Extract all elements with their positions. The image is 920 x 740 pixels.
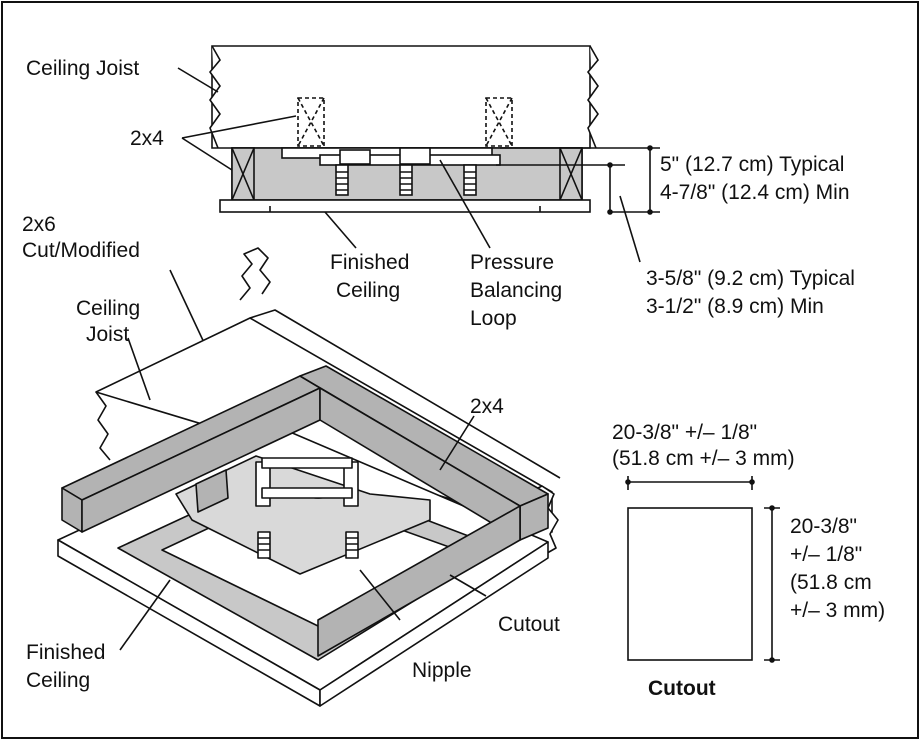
label-pressure-loop-3: Loop (470, 307, 517, 330)
joist-break-left (208, 45, 221, 149)
2x4-block-right (485, 97, 513, 147)
label-dim-depth-2: 4-7/8" (12.4 cm) Min (660, 181, 850, 204)
joist-break-top (239, 247, 271, 301)
leader-2x4-iso (439, 415, 475, 471)
label-height-dim-4: +/– 3 mm) (790, 599, 886, 622)
leader-finished-ceiling (324, 211, 357, 249)
label-2x4-top: 2x4 (130, 127, 164, 150)
label-ceiling-joist-iso-2: Joist (86, 323, 130, 346)
label-width-dim-1: 20-3/8" +/– 1/8" (612, 421, 758, 444)
leader-dim-height (619, 195, 641, 263)
isometric-view (57, 247, 561, 707)
joist-break-left (95, 391, 111, 461)
label-cutout-caption: Cutout (648, 677, 716, 700)
label-2x6-line1: 2x6 (22, 213, 56, 236)
label-dim-depth-1: 5" (12.7 cm) Typical (660, 153, 845, 176)
leader-2x4-b (181, 137, 233, 171)
joist-break-right (586, 45, 599, 149)
label-2x6-line2: Cut/Modified (22, 239, 140, 262)
label-finished-ceiling-top-1: Finished (330, 251, 410, 274)
leader-ceiling-joist (177, 67, 219, 93)
label-finished-ceiling-iso-1: Finished (26, 641, 106, 664)
leader-finished-ceiling-iso (119, 579, 171, 651)
label-dim-height-1: 3-5/8" (9.2 cm) Typical (646, 267, 855, 290)
nipples-iso (257, 531, 359, 559)
label-nipple: Nipple (412, 659, 472, 682)
loop-iso (255, 457, 359, 507)
finished-ceiling-section (219, 199, 591, 213)
label-finished-ceiling-top-2: Ceiling (336, 279, 401, 302)
dim-line-depth (500, 147, 660, 213)
height-dim-line (764, 507, 780, 661)
label-height-dim-2: +/– 1/8" (790, 543, 863, 566)
nipples-section (335, 164, 477, 196)
2x4-block-left (297, 97, 325, 147)
label-pressure-loop-1: Pressure (470, 251, 555, 274)
label-width-dim-2: (51.8 cm +/– 3 mm) (612, 447, 795, 470)
label-dim-height-2: 3-1/2" (8.9 cm) Min (646, 295, 824, 318)
width-dim-line (627, 476, 753, 490)
label-2x4-iso: 2x4 (470, 395, 504, 418)
label-height-dim-1: 20-3/8" (790, 515, 857, 538)
label-height-dim-3: (51.8 cm (790, 571, 872, 594)
label-ceiling-joist-top: Ceiling Joist (26, 57, 140, 80)
label-cutout-iso: Cutout (498, 613, 560, 636)
ceiling-joist-section (211, 45, 591, 149)
leader-2x4-a (181, 115, 297, 139)
label-pressure-loop-2: Balancing (470, 279, 563, 302)
cutout-diagram (625, 476, 780, 663)
leader-pressure-loop (439, 159, 491, 249)
leader-ceiling-joist-iso (127, 337, 151, 401)
label-finished-ceiling-iso-2: Ceiling (26, 669, 91, 692)
leader-nipple (359, 569, 401, 621)
section-view (169, 45, 660, 399)
leader-cutout (449, 574, 487, 597)
label-ceiling-joist-iso-1: Ceiling (76, 297, 141, 320)
cutout-square (627, 507, 753, 661)
2x4-frame-front (317, 505, 521, 657)
